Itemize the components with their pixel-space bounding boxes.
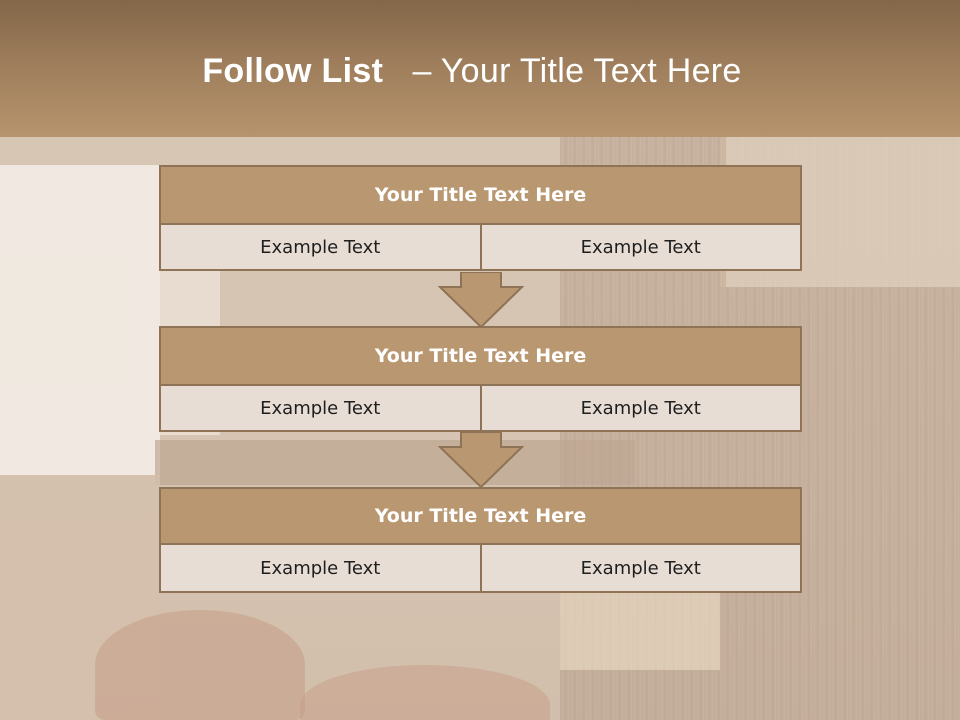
bright-window	[0, 165, 160, 475]
slide-title-rest-text: – Your Title Text Here	[412, 52, 742, 90]
block-title-box[interactable]: Your Title Text Here	[159, 326, 802, 384]
down-arrow-icon	[438, 272, 524, 328]
slide-title-bold: Follow List	[202, 52, 384, 90]
block-cell-right[interactable]: Example Text	[479, 386, 800, 430]
block-title: Your Title Text Here	[374, 345, 587, 367]
block-row: Example Text Example Text	[159, 223, 802, 271]
list-block-3[interactable]: Your Title Text Here Example Text Exampl…	[159, 487, 802, 593]
block-row: Example Text Example Text	[159, 384, 802, 432]
slide-title[interactable]: Follow List – Your Title Text Here	[0, 52, 944, 91]
block-title-box[interactable]: Your Title Text Here	[159, 165, 802, 223]
block-title-box[interactable]: Your Title Text Here	[159, 487, 802, 543]
block-cell-right[interactable]: Example Text	[479, 225, 800, 269]
slide-title-rest: – Your Title Text Here	[393, 52, 742, 90]
block-cell-left[interactable]: Example Text	[161, 386, 480, 430]
chair-seat-left	[95, 610, 305, 720]
title-band: Follow List – Your Title Text Here	[0, 0, 960, 137]
down-arrow-icon	[438, 432, 524, 488]
list-block-1[interactable]: Your Title Text Here Example Text Exampl…	[159, 165, 802, 271]
block-cell-left[interactable]: Example Text	[161, 225, 480, 269]
block-row: Example Text Example Text	[159, 543, 802, 593]
list-block-2[interactable]: Your Title Text Here Example Text Exampl…	[159, 326, 802, 432]
block-title: Your Title Text Here	[374, 505, 587, 527]
block-cell-right[interactable]: Example Text	[479, 545, 800, 591]
block-title: Your Title Text Here	[374, 184, 587, 206]
right-shelf	[560, 590, 720, 670]
counter-top	[155, 440, 635, 485]
block-cell-left[interactable]: Example Text	[161, 545, 480, 591]
